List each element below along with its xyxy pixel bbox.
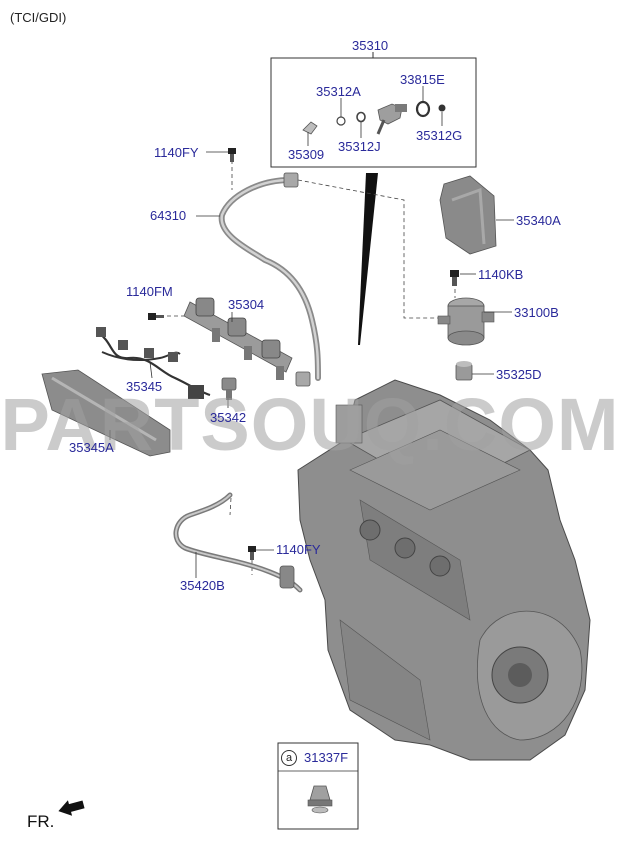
part-35312A[interactable] (336, 116, 346, 126)
callout-35345A[interactable]: 35345A (69, 440, 114, 455)
callout-35312J[interactable]: 35312J (338, 139, 381, 154)
callout-35325D[interactable]: 35325D (496, 367, 542, 382)
inset-marker: a (281, 750, 297, 766)
callout-35345[interactable]: 35345 (126, 379, 163, 394)
part-31337F[interactable] (307, 785, 333, 814)
variant-title: (TCI/GDI) (10, 10, 67, 25)
inset-box-31337F (277, 742, 359, 830)
callout-31337F[interactable]: 31337F (304, 750, 349, 765)
callout-35312A[interactable]: 35312A (316, 84, 361, 99)
part-64310[interactable] (218, 172, 321, 387)
callout-1140KB[interactable]: 1140KB (478, 267, 524, 282)
callout-1140FY-bottom[interactable]: 1140FY (276, 542, 321, 557)
leader-lines (109, 86, 514, 578)
bolt-1140FM[interactable] (148, 313, 164, 320)
bolt-1140FY-bottom[interactable] (248, 546, 256, 560)
callout-35309[interactable]: 35309 (288, 147, 325, 162)
callout-35312G[interactable]: 35312G (416, 128, 463, 143)
part-35340A[interactable] (439, 175, 497, 255)
front-arrow-icon (58, 800, 85, 816)
pointer-wedge (358, 173, 378, 345)
front-direction-label: FR. (27, 812, 55, 831)
part-35312J[interactable] (356, 111, 366, 123)
part-35309[interactable] (302, 121, 318, 135)
part-35342[interactable] (221, 377, 237, 400)
part-35420B[interactable] (173, 492, 303, 593)
part-35312G[interactable] (438, 104, 446, 112)
engine-block (297, 379, 591, 761)
part-33100B[interactable] (437, 297, 495, 346)
callout-35304[interactable]: 35304 (228, 297, 265, 312)
callout-1140FY-top[interactable]: 1140FY (154, 145, 199, 160)
callout-1140FM[interactable]: 1140FM (126, 284, 173, 299)
part-35304[interactable] (183, 297, 293, 380)
part-35325D[interactable] (455, 361, 473, 381)
callout-35310[interactable]: 35310 (352, 38, 389, 53)
part-sensor-assembly[interactable] (376, 103, 407, 135)
bolt-1140FY-top[interactable] (228, 148, 236, 162)
part-35345A[interactable] (41, 369, 171, 457)
callout-35342[interactable]: 35342 (210, 410, 247, 425)
callout-64310[interactable]: 64310 (150, 208, 187, 223)
callout-33100B[interactable]: 33100B (514, 305, 559, 320)
bolt-1140KB[interactable] (450, 270, 459, 286)
part-35345[interactable] (96, 327, 211, 399)
callout-33815E[interactable]: 33815E (400, 72, 445, 87)
callout-35420B[interactable]: 35420B (180, 578, 225, 593)
part-33815E[interactable] (415, 100, 431, 118)
callout-35340A[interactable]: 35340A (516, 213, 561, 228)
